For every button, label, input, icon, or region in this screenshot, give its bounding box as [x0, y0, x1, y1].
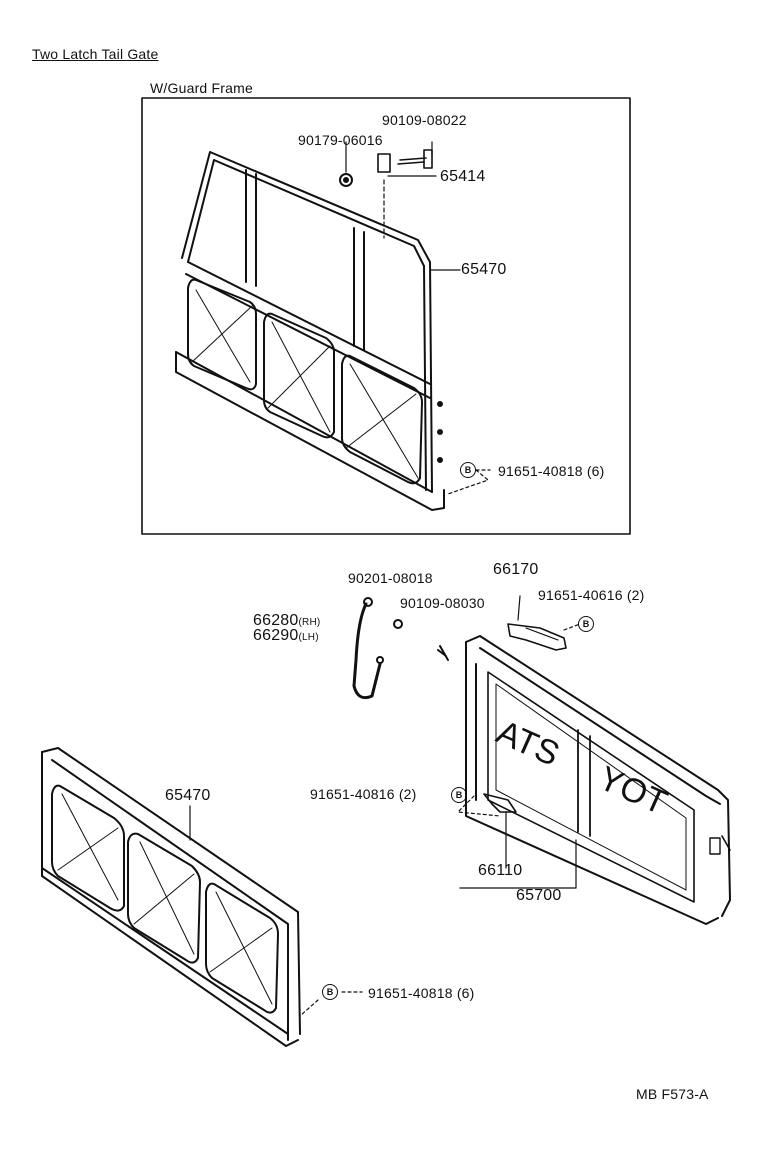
latch-handle	[507, 595, 581, 651]
diagram-title: Two Latch Tail Gate	[32, 46, 159, 62]
tailgate-drawing	[465, 635, 731, 925]
part-label-65700: 65700	[516, 887, 562, 904]
guard-frame-border	[141, 97, 631, 535]
part-label-65470-upper: 65470	[461, 261, 507, 278]
bolt-badge-icon: B	[578, 616, 594, 632]
leader-bolt-lower	[299, 991, 363, 1017]
lower-frame-drawing	[41, 747, 301, 1047]
bolt-badge-icon: B	[451, 787, 467, 803]
part-label-65470-lower: 65470	[165, 787, 211, 804]
part-label-66110: 66110	[478, 862, 523, 879]
part-label-65414: 65414	[440, 168, 486, 185]
part-label-91651-40818-lower: 91651-40818 (6)	[368, 985, 475, 1001]
part-label-90109-08030: 90109-08030	[400, 595, 485, 611]
guard-frame-drawing	[175, 151, 445, 511]
figure-code: MB F573-A	[636, 1086, 709, 1102]
leader-bolt-upper	[447, 469, 491, 495]
bolt-badge-icon: B	[460, 462, 476, 478]
support-cable	[352, 597, 449, 700]
part-label-66170: 66170	[493, 561, 539, 578]
part-label-66280: 66280(RH)	[253, 612, 321, 629]
part-label-66290: 66290(LH)	[253, 627, 319, 644]
part-label-91651-40616: 91651-40616 (2)	[538, 587, 645, 603]
striker-bracket	[457, 793, 517, 869]
part-label-90179-06016: 90179-06016	[298, 132, 383, 148]
part-label-91651-40816: 91651-40816 (2)	[310, 786, 417, 802]
part-label-90109-08022: 90109-08022	[382, 112, 467, 128]
part-label-90201-08018: 90201-08018	[348, 570, 433, 586]
bolt-badge-icon: B	[322, 984, 338, 1000]
hardware-upper	[339, 141, 437, 239]
leader-65700	[459, 839, 577, 889]
part-label-91651-40818-upper: 91651-40818 (6)	[498, 463, 605, 479]
guard-frame-heading: W/Guard Frame	[150, 80, 253, 96]
